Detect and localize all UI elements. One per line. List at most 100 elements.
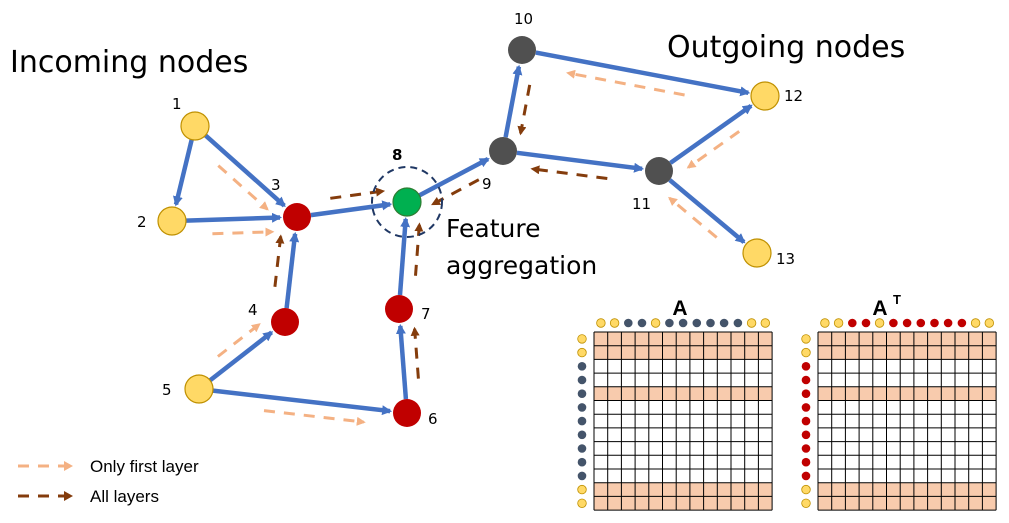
node-label-4: 4: [248, 301, 258, 319]
matrix-row-dot: [577, 375, 587, 385]
node-8: [392, 187, 422, 217]
matrix-row-dot: [801, 444, 811, 453]
legend-first-layer-label: Only first layer: [90, 457, 199, 476]
message-all-layers-10-to-9: [517, 84, 532, 136]
node-7: [385, 295, 413, 323]
edge-10-to-12: [535, 50, 751, 97]
feature-aggregation-line2: aggregation: [446, 251, 597, 280]
matrix-a: A: [577, 297, 773, 511]
matrix-row-dot: [801, 403, 811, 412]
message-first-layer-2-to-3: [212, 227, 275, 237]
message-all-layers-9-to-8: [431, 178, 480, 206]
matrix-row-dot: [577, 471, 587, 481]
edge-1-to-2: [173, 139, 194, 207]
message-all-layers-11-to-9: [530, 165, 608, 180]
node-13: [742, 238, 772, 268]
matrix-column-dot: [820, 318, 830, 328]
matrix-column-dot: [984, 318, 995, 328]
edge-4-to-3: [284, 231, 300, 309]
edge-1-to-3: [203, 133, 286, 208]
matrix-at-superscript: T: [893, 292, 901, 307]
matrix-row-dot: [801, 498, 811, 509]
graph-edges: [173, 50, 753, 416]
matrix-column-dot: [596, 318, 606, 328]
matrix-at-title: A: [872, 297, 887, 320]
incoming-nodes-title: Incoming nodes: [10, 45, 248, 80]
matrix-a-title: A: [672, 297, 687, 320]
edge-2-to-3: [185, 212, 282, 223]
edge-9-to-10: [503, 64, 523, 138]
node-label-5: 5: [162, 381, 172, 399]
matrix-row-dot: [577, 484, 587, 495]
legend-all-layers-arrowhead: [64, 491, 73, 501]
matrix-shaded-row: [594, 332, 773, 346]
node-label-2: 2: [137, 213, 147, 231]
matrix-shaded-row: [818, 482, 997, 497]
matrix-shaded-row: [594, 496, 773, 511]
edge-3-to-8: [310, 200, 393, 218]
node-2: [157, 206, 187, 236]
matrix-shaded-row: [594, 482, 773, 497]
node-4: [271, 308, 299, 336]
matrix-column-dot: [943, 318, 953, 328]
matrix-row-dot: [577, 362, 587, 371]
matrix-column-dot: [970, 318, 981, 328]
matrix-row-dot: [801, 471, 811, 481]
focus-ring: [371, 166, 443, 238]
node-9: [489, 137, 517, 165]
matrix-row-dot: [801, 389, 811, 399]
matrix-column-dot: [916, 318, 926, 328]
node-label-7: 7: [421, 305, 431, 323]
matrix-column-dot: [957, 318, 967, 328]
node-5: [184, 374, 214, 404]
matrix-row-dot: [801, 457, 811, 467]
matrix-column-dot: [902, 318, 912, 328]
node-label-8: 8: [392, 146, 402, 164]
matrix-row-dot: [577, 403, 587, 412]
node-label-9: 9: [482, 175, 492, 193]
edge-8-to-9: [418, 157, 490, 198]
edge-11-to-13: [668, 178, 746, 244]
node-label-3: 3: [271, 176, 281, 194]
matrix-column-dot: [889, 318, 898, 328]
feature-aggregation-line1: Feature: [446, 214, 540, 243]
matrix-row-dot: [577, 389, 587, 399]
matrix-row-dot: [577, 347, 587, 358]
matrix-row-dot: [801, 347, 811, 358]
legend: Only first layer All layers: [18, 457, 199, 506]
node-label-1: 1: [172, 95, 182, 113]
matrix-row-dot: [577, 444, 587, 453]
matrix-row-dot: [801, 362, 811, 371]
node-label-11: 11: [632, 195, 651, 213]
matrix-shaded-row: [818, 386, 997, 401]
message-all-layers-4-to-3: [273, 234, 285, 287]
legend-first-layer-arrowhead: [64, 461, 73, 471]
matrix-a-transpose: A T: [801, 292, 997, 511]
edge-5-to-4: [208, 330, 274, 383]
node-1: [180, 111, 210, 141]
matrix-column-dot: [624, 318, 633, 328]
node-11: [645, 157, 673, 185]
matrix-shaded-row: [594, 345, 773, 360]
edge-9-to-11: [516, 150, 645, 173]
matrix-column-dot: [637, 318, 647, 328]
matrix-column-dot: [706, 318, 715, 328]
node-label-12: 12: [784, 87, 803, 105]
matrix-shaded-row: [818, 332, 997, 346]
message-arrows: [212, 69, 741, 426]
matrix-row-dot: [577, 457, 587, 467]
matrix-row-dot: [801, 334, 811, 344]
message-first-layer-13-to-11: [668, 196, 718, 239]
matrix-row-dot: [577, 498, 587, 509]
legend-all-layers-label: All layers: [90, 487, 159, 506]
matrix-shaded-row: [594, 386, 773, 401]
message-first-layer-12-to-11: [686, 130, 741, 169]
node-label-13: 13: [776, 250, 795, 268]
matrix-column-dot: [609, 318, 620, 328]
matrix-column-dot: [848, 318, 857, 328]
matrix-column-dot: [665, 318, 674, 328]
matrix-column-dot: [692, 318, 702, 328]
edge-5-to-6: [212, 388, 393, 416]
